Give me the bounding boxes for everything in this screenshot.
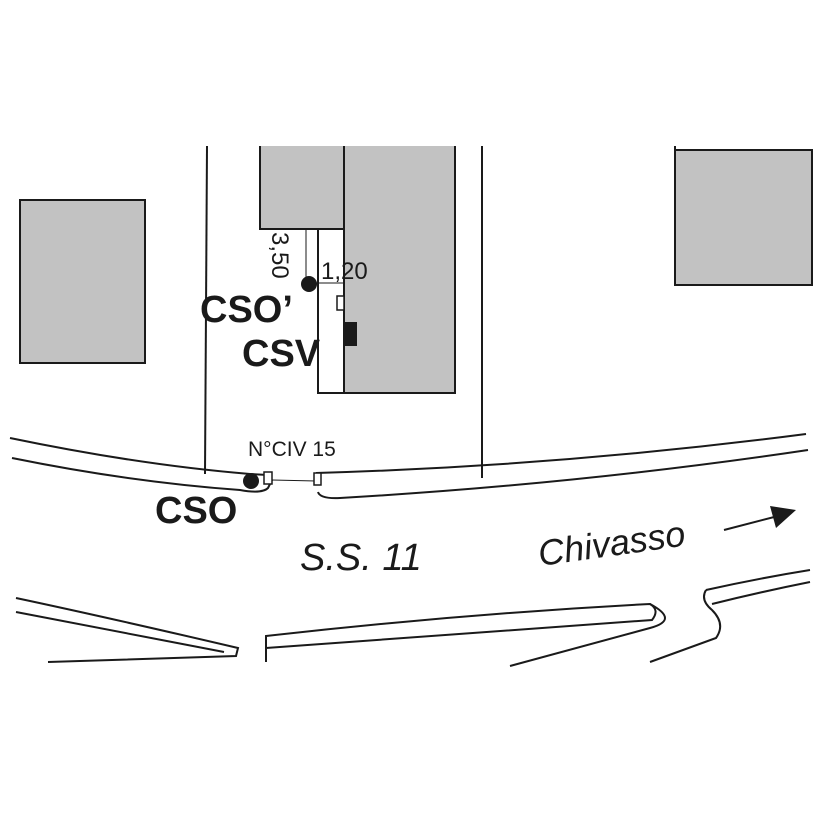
csv-label: CSV bbox=[242, 333, 321, 375]
dimension-horizontal-label: 1,20 bbox=[321, 258, 368, 285]
road-edge-lower-right-inner bbox=[711, 581, 811, 605]
road-name-label: S.S. 11 bbox=[300, 537, 422, 579]
cso-marker bbox=[243, 473, 259, 489]
building-center-small bbox=[259, 146, 345, 230]
road-edge-lower-middle bbox=[265, 602, 657, 662]
road-edge-right-inner bbox=[317, 449, 809, 500]
cso-prime-marker bbox=[301, 276, 317, 292]
arrow-right-icon bbox=[770, 506, 796, 528]
road-edge-lower-left-inner bbox=[15, 611, 225, 653]
gate-line bbox=[271, 479, 317, 482]
direction-arrow-shaft bbox=[723, 515, 779, 531]
passage-outline bbox=[317, 229, 344, 394]
road-edge-right-outer bbox=[315, 433, 807, 474]
building-left bbox=[19, 199, 146, 364]
building-center-main bbox=[343, 146, 456, 394]
small-box-passage bbox=[336, 295, 345, 311]
road-edge-lower-left bbox=[15, 597, 240, 663]
gate-post-left bbox=[263, 471, 273, 485]
building-right-top bbox=[674, 146, 813, 286]
civic-number-label: N°CIV 15 bbox=[248, 438, 336, 461]
road-edge-upper-outer bbox=[9, 437, 269, 476]
lot-line-left bbox=[204, 145, 208, 475]
road-edge-curve-left bbox=[509, 603, 666, 667]
cso-label: CSO bbox=[155, 490, 237, 532]
cso-prime-label: CSO’ bbox=[200, 289, 293, 331]
dimension-vertical-label: 3,50 bbox=[266, 232, 293, 279]
road-edge-lower-right bbox=[705, 569, 811, 591]
csv-meter-box bbox=[344, 322, 357, 346]
road-island-right bbox=[649, 589, 722, 663]
direction-label: Chivasso bbox=[535, 513, 687, 574]
gate-post-right bbox=[313, 472, 322, 486]
road-edge-upper-inner bbox=[11, 457, 273, 493]
